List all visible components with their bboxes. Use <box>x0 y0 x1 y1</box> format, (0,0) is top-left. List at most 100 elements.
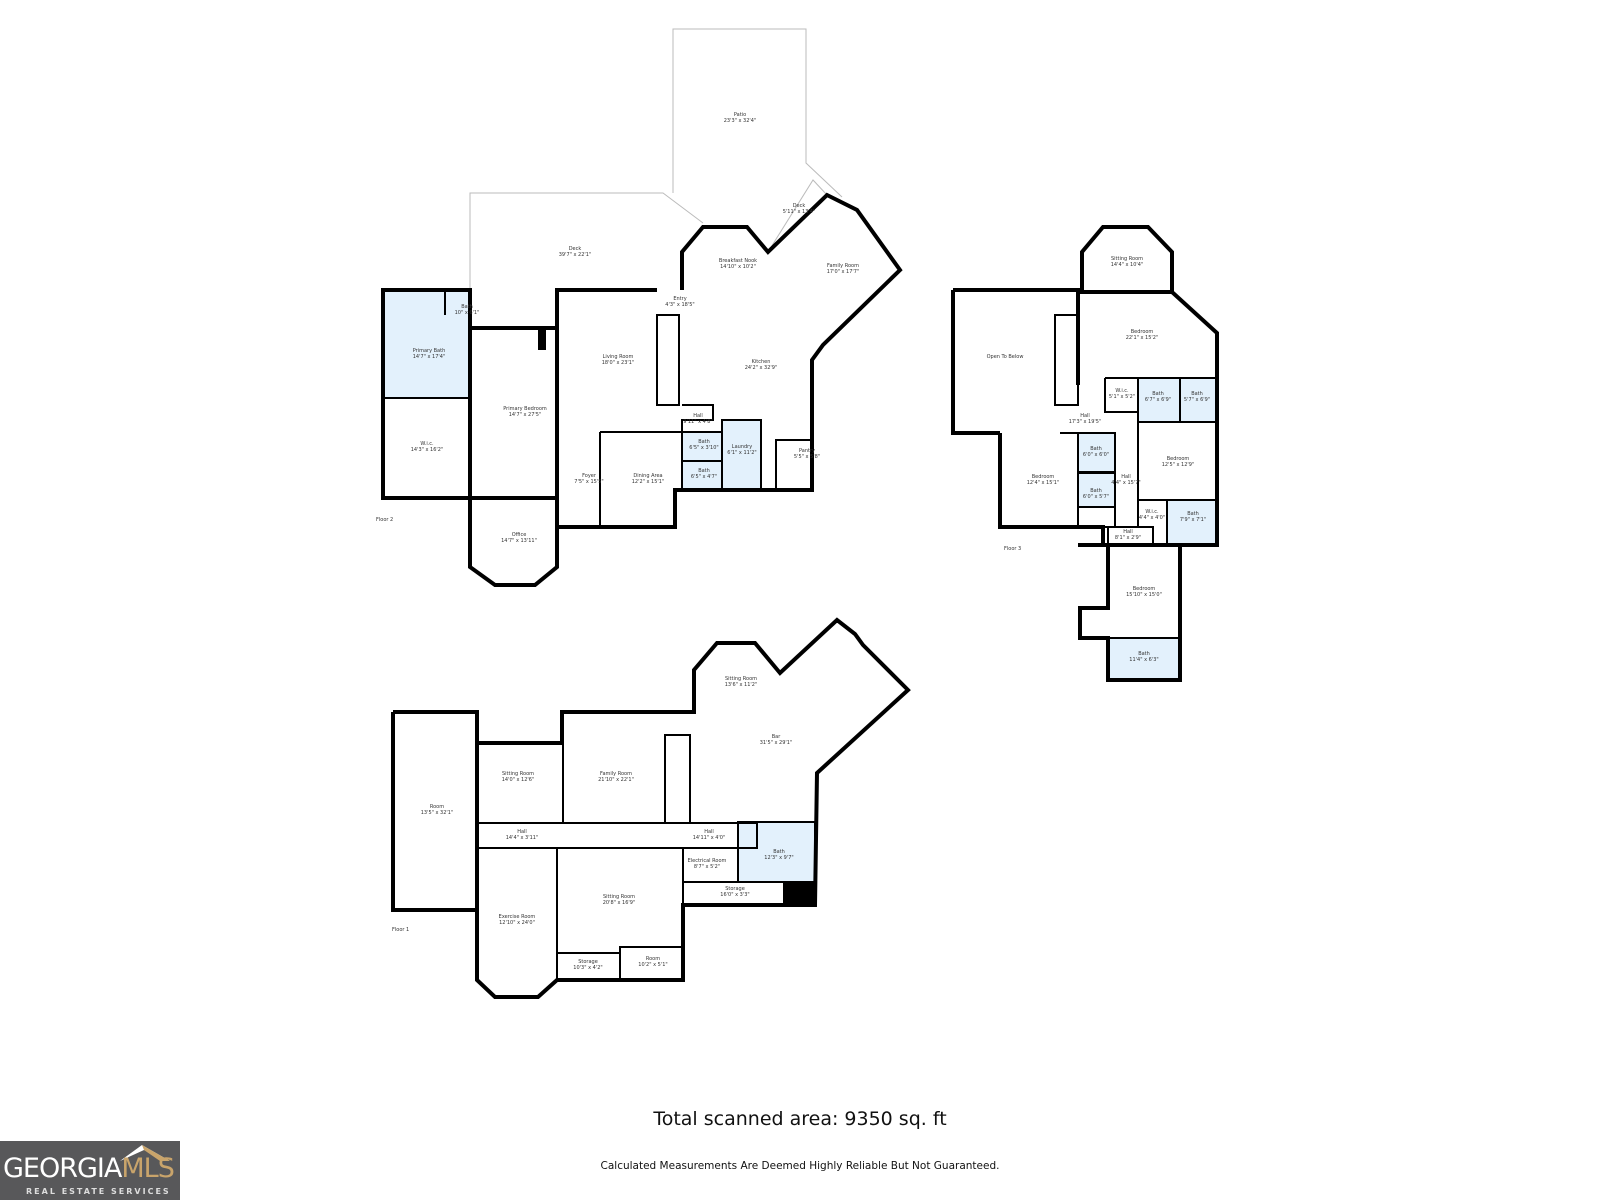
room-name: Patio <box>734 112 746 118</box>
room-name: Bath <box>773 849 785 855</box>
fireplace <box>538 330 546 350</box>
bath-area <box>681 431 723 462</box>
total-scanned-area: Total scanned area: 9350 sq. ft <box>653 1108 947 1130</box>
room-dimensions: 5'1" x 5'2" <box>1109 394 1135 400</box>
floor-2-inner-walls <box>775 439 812 490</box>
room-dimensions: 12'3" x 9'7" <box>764 855 793 861</box>
roof-icon <box>120 1145 170 1161</box>
room-dimensions: 7'9" x 7'1" <box>1180 517 1206 523</box>
room-name: Hall <box>1080 413 1090 419</box>
room-name: Bar <box>772 734 781 740</box>
floor-3-walls <box>951 290 1000 435</box>
room-dimensions: 13'6" x 11'2" <box>725 682 758 688</box>
room-label: Open To Below <box>987 354 1024 360</box>
room-dimensions: 14'4" x 10'4" <box>1111 262 1144 268</box>
floor-2-walls <box>557 192 903 529</box>
room-name: Kitchen <box>752 359 771 365</box>
floor-1-inner-walls <box>683 822 739 883</box>
staircase <box>1054 314 1079 406</box>
room-dimensions: 9'11" x 4'8" <box>683 419 712 425</box>
staircase <box>656 314 680 406</box>
room-dimensions: 5'5" x 5'8" <box>794 454 820 460</box>
room-dimensions: 15'10" x 15'0" <box>1126 592 1162 598</box>
logo-tagline: REAL ESTATE SERVICES <box>26 1187 171 1196</box>
room-dimensions: 17'0" x 17'7" <box>827 269 860 275</box>
room-name: Hall <box>517 829 527 835</box>
room-dimensions: 17'3" x 19'5" <box>1069 419 1102 425</box>
room-name: Sitting Room <box>725 676 757 682</box>
room-name: Sitting Room <box>502 771 534 777</box>
room-dimensions: 4'4" x 4'0" <box>1139 515 1165 521</box>
primary-bath-area <box>382 289 471 399</box>
room-dimensions: 14'4" x 3'11" <box>506 835 539 841</box>
floor-1-inner-walls <box>477 822 758 849</box>
floor-2-plan <box>381 28 903 587</box>
room-dimensions: 6'5" x 3'10" <box>689 445 718 451</box>
room-name: Hall <box>1123 529 1133 535</box>
patio-outline <box>672 28 843 198</box>
floor-label: Floor 3 <box>1004 546 1021 552</box>
room-dimensions: 6'5" x 4'7" <box>691 474 717 480</box>
disclaimer: Calculated Measurements Are Deemed Highl… <box>600 1160 1000 1172</box>
room-dimensions: 11'4" x 6'3" <box>1129 657 1158 663</box>
room-name: Bath <box>1090 446 1102 452</box>
room-name: Bath <box>1090 488 1102 494</box>
room-name: Hall <box>693 413 703 419</box>
room-label: W.i.c.5'1" x 5'2" <box>1109 388 1135 400</box>
office-walls <box>468 498 559 587</box>
room-name: Open To Below <box>987 354 1024 360</box>
room-dimensions: 16'0" x 3'3" <box>720 892 749 898</box>
floor-2-walls <box>555 288 657 527</box>
room-name: Electrical Room <box>688 858 727 864</box>
room-dimensions: 39'7" x 22'1" <box>559 252 592 258</box>
room-dimensions: 12'2" x 15'1" <box>632 479 665 485</box>
room-name: Storage <box>578 959 598 965</box>
room-dimensions: 7'5" x 15'5" <box>574 479 603 485</box>
room-name: Bedroom <box>1167 456 1190 462</box>
room-name: Exercise Room <box>499 914 536 920</box>
room-name: Primary Bath <box>413 348 446 354</box>
room-dimensions: 24'2" x 32'9" <box>745 365 778 371</box>
room-dimensions: 31'5" x 29'1" <box>760 740 793 746</box>
room-dimensions: 21'10" x 22'1" <box>598 777 634 783</box>
floor-label: Floor 2 <box>376 517 393 523</box>
room-dimensions: 14'7" x 27'5" <box>509 412 542 418</box>
room-dimensions: 14'10" x 10'2" <box>720 264 756 270</box>
room-name: Breakfast Nook <box>719 258 757 264</box>
room-name: Hall <box>1121 474 1131 480</box>
room-dimensions: 14'0" x 12'6" <box>502 777 535 783</box>
room-name: Sitting Room <box>603 894 635 900</box>
room-name: Hall <box>704 829 714 835</box>
room-dimensions: 14'7" x 17'4" <box>413 354 446 360</box>
floor-label: Floor 1 <box>392 927 409 933</box>
room-name: Bath <box>1138 651 1150 657</box>
room-dimensions: 20'8" x 16'9" <box>603 900 636 906</box>
room-dimensions: 6'1" x 11'2" <box>727 450 756 456</box>
room-name: Bath <box>698 468 710 474</box>
room-dimensions: 10'2" x 5'1" <box>638 962 667 968</box>
room-label: W.i.c.4'4" x 4'0" <box>1139 509 1165 521</box>
